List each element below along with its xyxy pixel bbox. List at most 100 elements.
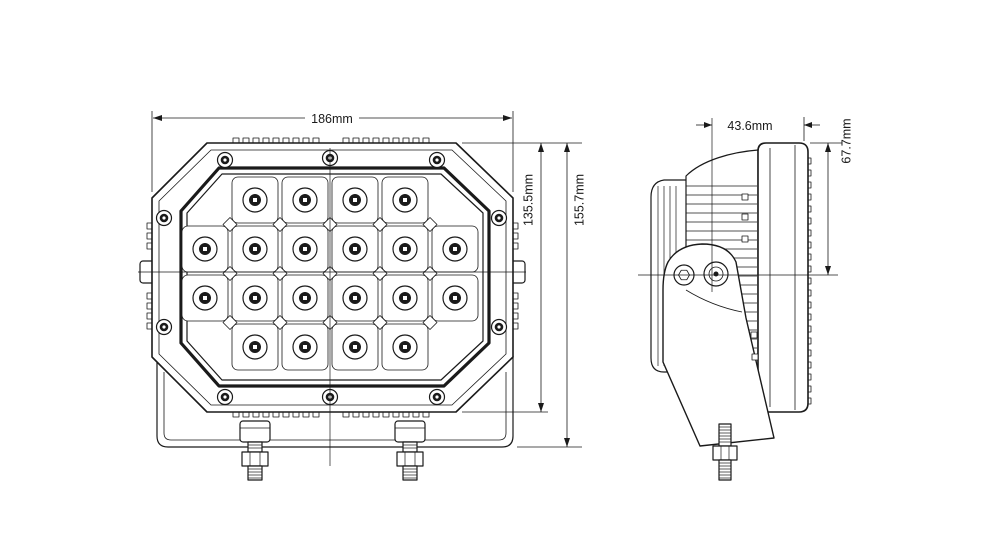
housing-screw: [155, 209, 173, 227]
facet-diamond: [272, 217, 288, 232]
led-module: [342, 334, 368, 360]
led-chip: [353, 296, 357, 300]
pivot-bolt-center: [713, 271, 719, 277]
led-chip: [403, 296, 407, 300]
arrowhead-top: [564, 143, 570, 152]
facet-diamond: [422, 266, 438, 281]
led-module: [392, 334, 418, 360]
mounting-bolt: [239, 420, 271, 481]
facet-diamond: [222, 217, 238, 232]
led-chip: [403, 247, 407, 251]
body-tab: [741, 193, 749, 201]
led-module: [342, 236, 368, 262]
led-chip: [453, 247, 457, 251]
led-chip: [303, 247, 307, 251]
bolt-stud-lower: [402, 465, 418, 481]
led-module: [392, 236, 418, 262]
screw-socket-center: [497, 216, 501, 220]
bolt-stud-lower: [247, 465, 263, 481]
pivot-height-dimension: 67.7mm: [810, 118, 853, 275]
screw-socket-center: [223, 158, 227, 162]
housing-screw: [490, 209, 508, 227]
arrowhead-bottom: [825, 266, 831, 275]
led-chip: [353, 247, 357, 251]
led-module: [292, 236, 318, 262]
led-array: [181, 176, 479, 371]
bolt-stud-upper: [247, 441, 263, 453]
housing-height-label: 135.5mm: [521, 174, 535, 226]
facet-diamond: [372, 217, 388, 232]
screw-socket-center: [497, 325, 501, 329]
bracket-slot-edge: [685, 289, 743, 313]
housing-screw: [428, 388, 446, 406]
facet-diamond: [222, 315, 238, 330]
housing-height-dimension: 135.5mm: [462, 142, 582, 413]
led-chip: [303, 345, 307, 349]
arrowhead-bottom: [538, 403, 544, 412]
width-dimension-label: 186mm: [311, 112, 353, 126]
led-module: [292, 187, 318, 213]
pivot-height-label: 67.7mm: [839, 118, 853, 163]
facet-diamond: [372, 315, 388, 330]
arrowhead-top: [538, 143, 544, 152]
mounting-bolts: [239, 420, 426, 481]
facet-diamond: [272, 315, 288, 330]
led-module: [292, 285, 318, 311]
housing-screw: [216, 388, 234, 406]
side-bracket: [662, 243, 775, 447]
pivot-bolt: [703, 261, 729, 287]
facet-diamond: [222, 266, 238, 281]
housing-screw: [428, 151, 446, 169]
side-mounting-bolt: [712, 423, 738, 481]
led-chip: [303, 198, 307, 202]
overall-height-dimension: 155.7mm: [517, 143, 586, 448]
led-module: [392, 285, 418, 311]
front-bezel: [757, 142, 809, 413]
side-view: 43.6mm 67.7mm: [638, 117, 853, 481]
depth-dimension-label: 43.6mm: [727, 119, 772, 133]
facet-diamond: [272, 266, 288, 281]
mounting-bolt: [394, 420, 426, 481]
depth-dimension: 43.6mm: [696, 117, 820, 141]
led-chip: [203, 296, 207, 300]
screw-socket-center: [162, 325, 166, 329]
led-chip: [453, 296, 457, 300]
body-tab: [741, 213, 749, 221]
led-module: [392, 187, 418, 213]
facet-diamond: [422, 217, 438, 232]
led-chip: [203, 247, 207, 251]
width-dimension: 186mm: [151, 111, 514, 192]
overall-height-label: 155.7mm: [572, 174, 586, 226]
led-chip: [353, 345, 357, 349]
led-chip: [253, 296, 257, 300]
hex-nut: [241, 451, 269, 467]
led-chip: [353, 198, 357, 202]
arrowhead-top: [825, 143, 831, 152]
led-module: [342, 187, 368, 213]
led-chip: [403, 198, 407, 202]
front-view: 186mm 135.5mm 155.7mm: [138, 111, 586, 481]
housing-screw: [155, 318, 173, 336]
led-module: [292, 334, 318, 360]
housing-screw: [490, 318, 508, 336]
body-tab: [751, 353, 759, 361]
bolt-base-block: [239, 420, 271, 443]
arrowhead-bottom: [564, 438, 570, 447]
housing-screw: [216, 151, 234, 169]
label-background: [305, 111, 359, 126]
bolt-stud-upper: [402, 441, 418, 453]
led-module: [192, 236, 218, 262]
screw-socket-center: [162, 216, 166, 220]
facet-diamond: [422, 315, 438, 330]
mounting-bracket-inner-edge: [163, 372, 507, 441]
led-chip: [253, 247, 257, 251]
led-chip: [303, 296, 307, 300]
hex-nut: [712, 445, 738, 461]
hex-nut: [396, 451, 424, 467]
arrowhead-left: [153, 115, 162, 121]
led-module: [242, 334, 268, 360]
led-module: [442, 236, 468, 262]
led-chip: [403, 345, 407, 349]
body-tab: [750, 331, 758, 339]
